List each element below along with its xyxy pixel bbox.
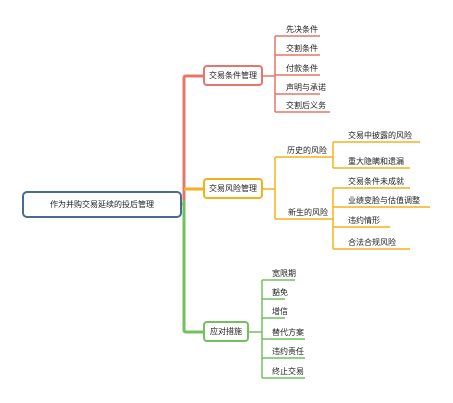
historical-risk-item[interactable]: 重大隐瞒和遗漏: [348, 157, 404, 166]
risk-new[interactable]: 新生的风险: [288, 208, 328, 217]
measure-item[interactable]: 违约责任: [272, 347, 304, 356]
new-risk-item[interactable]: 合法合规风险: [348, 238, 396, 247]
trunk-terms: [182, 74, 203, 204]
risk-connectors: [263, 141, 430, 250]
trunk-measures: [182, 200, 203, 334]
measure-item[interactable]: 豁免: [272, 288, 288, 297]
terms-item[interactable]: 付款条件: [286, 64, 318, 73]
historical-risk-item[interactable]: 交易中披露的风险: [348, 131, 412, 140]
branch-transaction-risk[interactable]: 交易风险管理: [203, 178, 263, 199]
new-risk-item[interactable]: 业绩变脸与估值调整: [348, 196, 420, 205]
measure-item[interactable]: 终止交易: [272, 367, 304, 376]
terms-item[interactable]: 交割后义务: [286, 101, 326, 110]
risk-historical[interactable]: 历史的风险: [287, 146, 327, 155]
terms-connectors: [263, 35, 330, 113]
branch-countermeasures[interactable]: 应对措施: [203, 321, 249, 342]
root-node[interactable]: 作为并购交易延续的投后管理: [22, 191, 182, 218]
branch-transaction-terms[interactable]: 交易条件管理: [203, 65, 263, 86]
terms-item[interactable]: 交割条件: [286, 44, 318, 53]
measures-connectors: [249, 279, 305, 379]
terms-item[interactable]: 声明与承诺: [286, 83, 326, 92]
new-risk-item[interactable]: 交易条件未成就: [348, 177, 404, 186]
measure-item[interactable]: 增信: [272, 307, 288, 316]
terms-item[interactable]: 先决条件: [286, 25, 318, 34]
new-risk-item[interactable]: 违约情形: [348, 216, 380, 225]
measure-item[interactable]: 宽限期: [272, 269, 296, 278]
measure-item[interactable]: 替代方案: [272, 328, 304, 337]
